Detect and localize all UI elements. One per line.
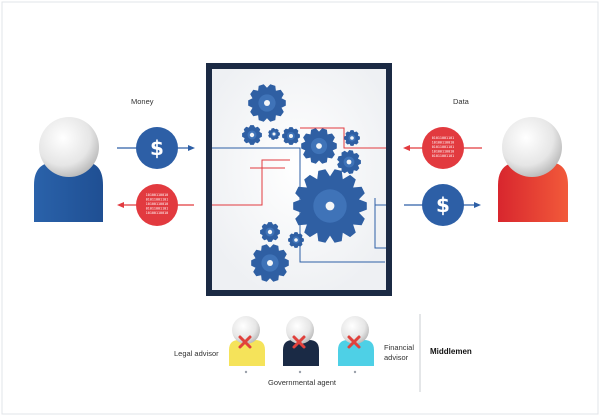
financial-advisor-label-line1: Financial xyxy=(384,343,415,352)
binary-text: 01011001101 xyxy=(146,198,168,202)
cross-icon xyxy=(347,335,361,349)
gear-icon xyxy=(251,244,289,282)
binary-text: 10100110010 xyxy=(432,141,454,145)
connector-dot xyxy=(244,370,248,374)
gear-icon xyxy=(268,128,280,140)
gear-icon xyxy=(248,84,286,122)
binary-data-icon-left xyxy=(136,184,178,226)
financial-advisor-label: Financial advisor xyxy=(384,343,414,363)
dollar-symbol-right: $ xyxy=(436,193,450,217)
binary-text: 01011001101 xyxy=(146,207,168,211)
left-person-icon xyxy=(34,117,103,222)
gear-icon xyxy=(301,128,337,164)
governmental-agent-label: Governmental agent xyxy=(268,378,336,387)
binary-text: 01011001101 xyxy=(432,136,454,140)
dollar-symbol-left: $ xyxy=(150,136,164,160)
gear-icon xyxy=(344,130,360,146)
binary-text: 10100110010 xyxy=(146,211,168,215)
gear-icon xyxy=(260,222,280,242)
money-coin-icon-right xyxy=(422,184,464,226)
gear-icon xyxy=(293,169,367,243)
binary-text: 01011001101 xyxy=(432,154,454,158)
cross-icon xyxy=(292,335,306,349)
cross-icon xyxy=(238,335,252,349)
binary-data-icon-right xyxy=(422,127,464,169)
connector-dot xyxy=(298,370,302,374)
money-coin-icon-left xyxy=(136,127,178,169)
connector-dot xyxy=(353,370,357,374)
right-person-icon xyxy=(498,117,568,222)
middlemen-label: Middlemen xyxy=(430,347,472,356)
binary-text: 01011001101 xyxy=(432,145,454,149)
binary-text: 10100110010 xyxy=(146,202,168,206)
central-system-box xyxy=(206,63,392,296)
legal-advisor-label: Legal advisor xyxy=(174,349,219,358)
binary-text: 10100110010 xyxy=(146,193,168,197)
financial-advisor-label-line2: advisor xyxy=(384,353,409,362)
gear-icon xyxy=(288,232,304,248)
data-label: Data xyxy=(453,97,469,106)
gears-cluster xyxy=(242,84,367,282)
gear-icon xyxy=(282,127,300,145)
gear-icon xyxy=(337,150,361,174)
binary-text: 10100110010 xyxy=(432,150,454,154)
money-label: Money xyxy=(131,97,154,106)
gear-icon xyxy=(242,125,262,145)
